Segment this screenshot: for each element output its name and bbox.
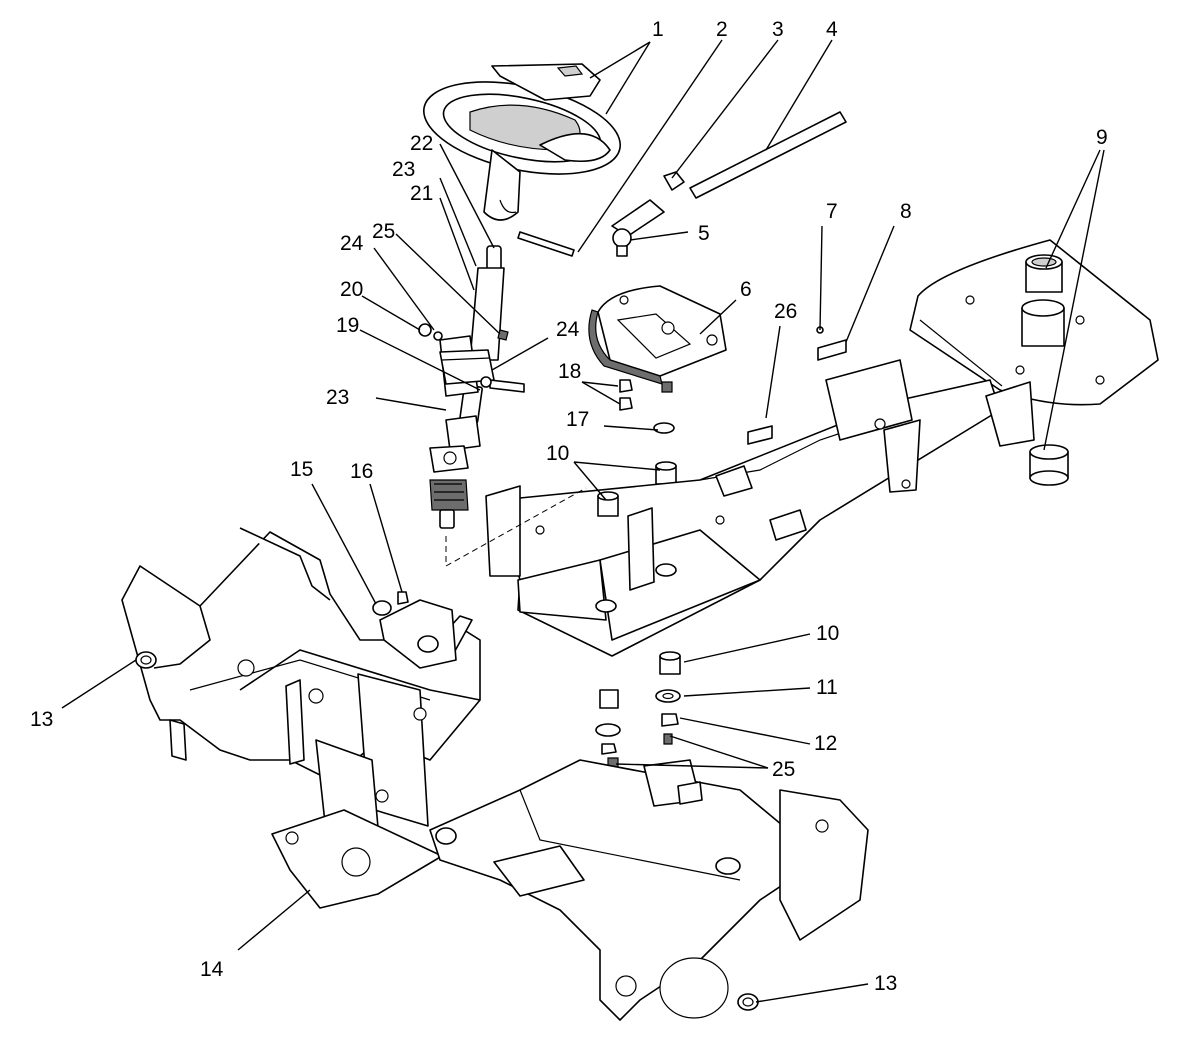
steering-wheel-cap — [491, 63, 601, 101]
callout-13b: 13 — [874, 972, 897, 995]
callout-4: 4 — [826, 18, 838, 41]
tie-rod — [689, 111, 847, 199]
callout-2: 2 — [716, 18, 728, 41]
axle-beam — [429, 759, 869, 1021]
callout-1: 1 — [652, 18, 664, 41]
nuts-18 — [619, 379, 633, 411]
leader-lines — [61, 39, 1105, 1003]
callout-10b: 10 — [816, 622, 839, 645]
callout-17: 17 — [566, 408, 589, 431]
callout-10a: 10 — [546, 442, 569, 465]
bushing-13-left — [135, 651, 157, 669]
nut-20 — [418, 323, 443, 341]
callout-23a: 23 — [392, 158, 415, 181]
roll-pin — [517, 231, 575, 257]
bolt-19 — [480, 376, 525, 393]
callout-24a: 24 — [340, 232, 364, 255]
callout-18: 18 — [558, 360, 581, 383]
callout-14: 14 — [200, 958, 224, 981]
callouts: 1 2 3 4 5 6 7 8 9 10 10 11 12 13 13 14 1… — [30, 18, 1108, 995]
callout-9: 9 — [1096, 126, 1108, 149]
lower-stack-left — [595, 689, 621, 755]
callout-25a: 25 — [372, 220, 395, 243]
universal-joint — [429, 415, 481, 473]
ball-joint — [611, 199, 665, 257]
upper-frame — [485, 359, 1035, 657]
bushing-15 — [372, 600, 392, 616]
grease-fitting-16 — [397, 591, 409, 605]
front-frame — [121, 527, 481, 909]
callout-16: 16 — [350, 460, 373, 483]
callout-11: 11 — [816, 676, 838, 699]
shaft-centerline — [445, 487, 587, 567]
callout-19: 19 — [336, 314, 359, 337]
decal-26 — [747, 425, 773, 445]
bushing-9-top — [1025, 254, 1063, 293]
callout-24b: 24 — [556, 318, 580, 341]
pivot-bracket — [379, 599, 457, 669]
steering-shaft — [439, 245, 505, 424]
nut-25-upper — [497, 329, 509, 341]
callout-3: 3 — [772, 18, 784, 41]
steering-wheel — [422, 81, 622, 221]
spindle-bushing-10 — [659, 651, 681, 675]
lock-nut-3 — [663, 171, 685, 191]
callout-6: 6 — [740, 278, 752, 301]
callout-23b: 23 — [326, 386, 349, 409]
callout-8: 8 — [900, 200, 912, 223]
callout-20: 20 — [340, 278, 363, 301]
sector-pivot-stack — [653, 381, 677, 485]
bushing-9-bottom — [1029, 444, 1069, 486]
callout-25b: 25 — [772, 758, 795, 781]
callout-21: 21 — [410, 182, 433, 205]
callout-26: 26 — [774, 300, 797, 323]
callout-22: 22 — [410, 132, 433, 155]
washer-11 — [655, 689, 681, 703]
sector-gear — [588, 285, 727, 385]
callout-7: 7 — [826, 200, 838, 223]
pinion-gear — [429, 479, 469, 529]
bushing-13-right — [737, 993, 759, 1011]
callout-13a: 13 — [30, 708, 53, 731]
callout-5: 5 — [698, 222, 710, 245]
callout-15: 15 — [290, 458, 313, 481]
bushing-9-middle — [1021, 299, 1065, 347]
callout-12: 12 — [814, 732, 837, 755]
nut-12 — [661, 713, 679, 727]
decal-8 — [817, 339, 847, 361]
bushings-10-upper — [597, 491, 619, 517]
